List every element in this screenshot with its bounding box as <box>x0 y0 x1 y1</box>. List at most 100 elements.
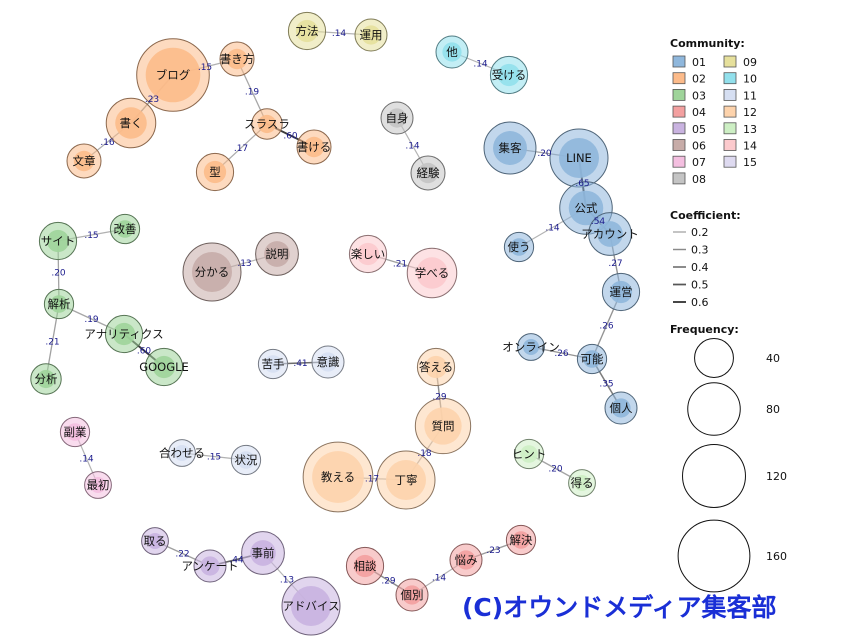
edge-label: .17 <box>234 144 248 154</box>
node-sodan: 相談 <box>345 546 385 586</box>
community-label-10: 10 <box>743 73 757 86</box>
edge-label: .20 <box>548 465 563 475</box>
node-label: アドバイス <box>282 599 339 613</box>
node-label: スラスラ <box>244 117 290 131</box>
community-label-09: 09 <box>743 56 757 69</box>
node-core <box>497 63 521 87</box>
edge-label: .19 <box>245 88 260 98</box>
node-core <box>442 42 462 62</box>
node-core <box>361 25 381 45</box>
node-core <box>417 162 439 184</box>
edge-label: .15 <box>198 63 212 73</box>
node-label: サイト <box>41 234 76 248</box>
node-account: アカウント <box>581 212 639 256</box>
node-label: 質問 <box>432 419 455 433</box>
community-swatch-05 <box>672 122 686 135</box>
node-core <box>115 107 147 139</box>
node-tsukau: 使う <box>503 231 535 263</box>
node-label: 個人 <box>610 401 633 415</box>
edge-label: .14 <box>79 455 94 465</box>
edge-label: .23 <box>145 95 159 105</box>
node-label: 集客 <box>499 141 522 155</box>
node-label: 改善 <box>114 222 137 236</box>
node-site: サイト <box>38 221 78 261</box>
community-legend-title: Community: <box>670 37 745 50</box>
edge-label: .26 <box>599 322 614 332</box>
coefficient-legend-title: Coefficient: <box>670 209 741 222</box>
node-kanou: 可能 <box>576 343 608 375</box>
edge-label: .14 <box>545 224 560 234</box>
edge-label: .20 <box>537 149 552 159</box>
node-core <box>291 586 331 626</box>
node-kotaeru: 答える <box>416 347 456 387</box>
community-swatch-04 <box>672 105 686 118</box>
node-kata: 型 <box>195 152 235 192</box>
node-label: 方法 <box>296 24 319 38</box>
node-label: 状況 <box>235 453 258 467</box>
community-swatch-12 <box>723 105 737 118</box>
community-swatch-07 <box>672 155 686 168</box>
node-label: 学べる <box>415 266 450 280</box>
node-label: 他 <box>446 45 458 59</box>
node-core <box>573 474 591 492</box>
node-label: 楽しい <box>351 247 386 261</box>
edge-label: .27 <box>608 259 622 269</box>
node-core <box>152 355 176 379</box>
node-core <box>510 238 528 256</box>
node-core <box>257 114 277 134</box>
node-nayami: 悩み <box>449 543 483 577</box>
node-label: 運用 <box>360 28 383 42</box>
node-core <box>424 355 448 379</box>
edge-label: .14 <box>332 29 347 39</box>
node-bunseki: 分析 <box>30 363 62 395</box>
community-swatch-09 <box>723 55 737 68</box>
edge-label: .44 <box>229 556 244 566</box>
community-swatch-13 <box>723 122 737 135</box>
node-label: 分かる <box>195 265 230 279</box>
community-swatch-01 <box>672 55 686 68</box>
edge-label: .17 <box>365 475 379 485</box>
legend: Community:010203040506070809101112131415… <box>670 37 787 593</box>
node-core <box>416 257 448 289</box>
node-tanoshii: 楽しい <box>348 234 388 274</box>
node-kakeru: 書ける <box>296 129 332 165</box>
node-core <box>597 221 623 247</box>
node-analytics: アナリティクス <box>84 314 164 354</box>
node-jishin: 自身 <box>380 101 414 135</box>
node-label: 取る <box>144 534 167 548</box>
node-core <box>73 150 95 172</box>
community-label-04: 04 <box>692 106 706 119</box>
node-fukugyo: 副業 <box>59 416 91 448</box>
node-core <box>318 352 338 372</box>
node-core <box>609 280 633 304</box>
edge-label: .15 <box>84 231 98 241</box>
community-label-15: 15 <box>743 156 757 169</box>
node-label: 型 <box>209 165 221 179</box>
node-label: 個別 <box>401 588 424 602</box>
node-core <box>520 445 538 463</box>
node-core <box>386 460 426 500</box>
community-label-07: 07 <box>692 156 706 169</box>
node-kobetsu: 個別 <box>395 578 429 612</box>
node-core <box>116 220 134 238</box>
node-label: 説明 <box>266 247 289 261</box>
coefficient-label: 0.2 <box>691 226 709 239</box>
node-core <box>203 160 227 184</box>
node-label: ヒント <box>512 447 547 461</box>
node-ishiki: 意識 <box>311 345 345 379</box>
node-label: 最初 <box>87 478 110 492</box>
node-core <box>456 550 476 570</box>
node-core <box>264 355 282 373</box>
node-label: アカウント <box>581 227 639 241</box>
node-jizen: 事前 <box>241 531 285 575</box>
node-nigate: 苦手 <box>257 348 289 380</box>
node-core <box>353 554 377 578</box>
frequency-label: 160 <box>766 550 787 563</box>
node-uneii: 運営 <box>601 272 641 312</box>
node-core <box>46 229 70 253</box>
edge-label: .18 <box>417 449 432 459</box>
edge-label: .14 <box>473 60 488 70</box>
edge-label: .35 <box>599 380 613 390</box>
community-label-12: 12 <box>743 106 757 119</box>
